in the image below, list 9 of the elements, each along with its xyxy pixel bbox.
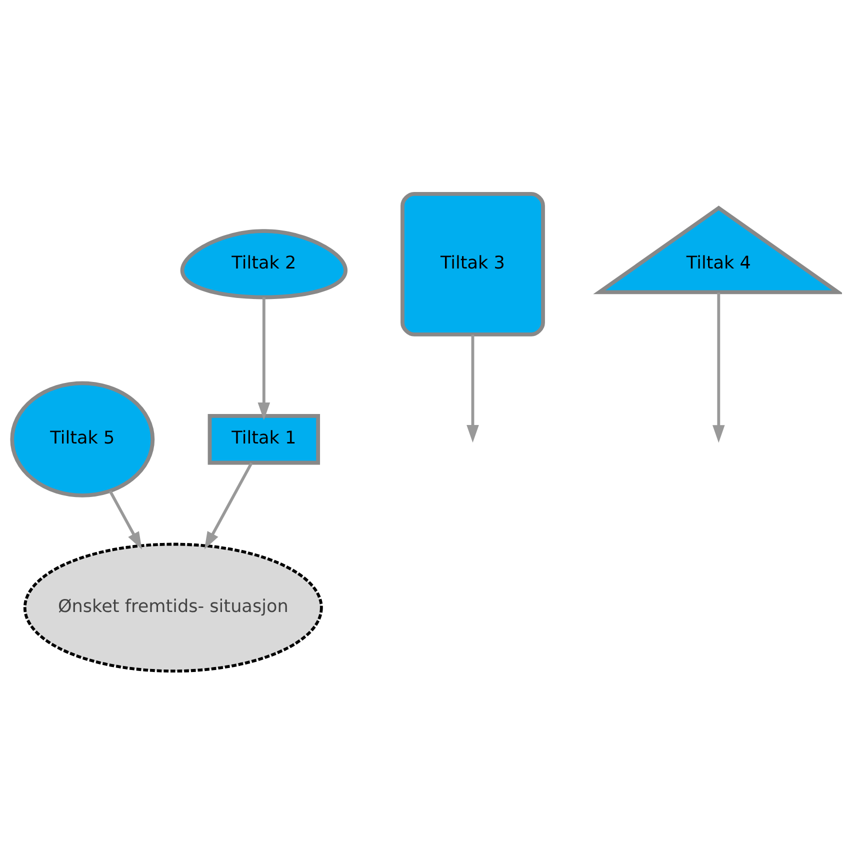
node-box: Tiltak 1 (208, 413, 320, 464)
node-box: Tiltak 3 (400, 191, 545, 336)
arrow (466, 334, 479, 442)
arrow (204, 462, 253, 549)
node-ellipse: Tiltak 5 (10, 380, 155, 497)
arrow (712, 292, 725, 442)
arrow (258, 296, 270, 420)
node-ellipse: Ønsket fremtids- situasjon (23, 542, 323, 672)
arrow (108, 490, 142, 550)
